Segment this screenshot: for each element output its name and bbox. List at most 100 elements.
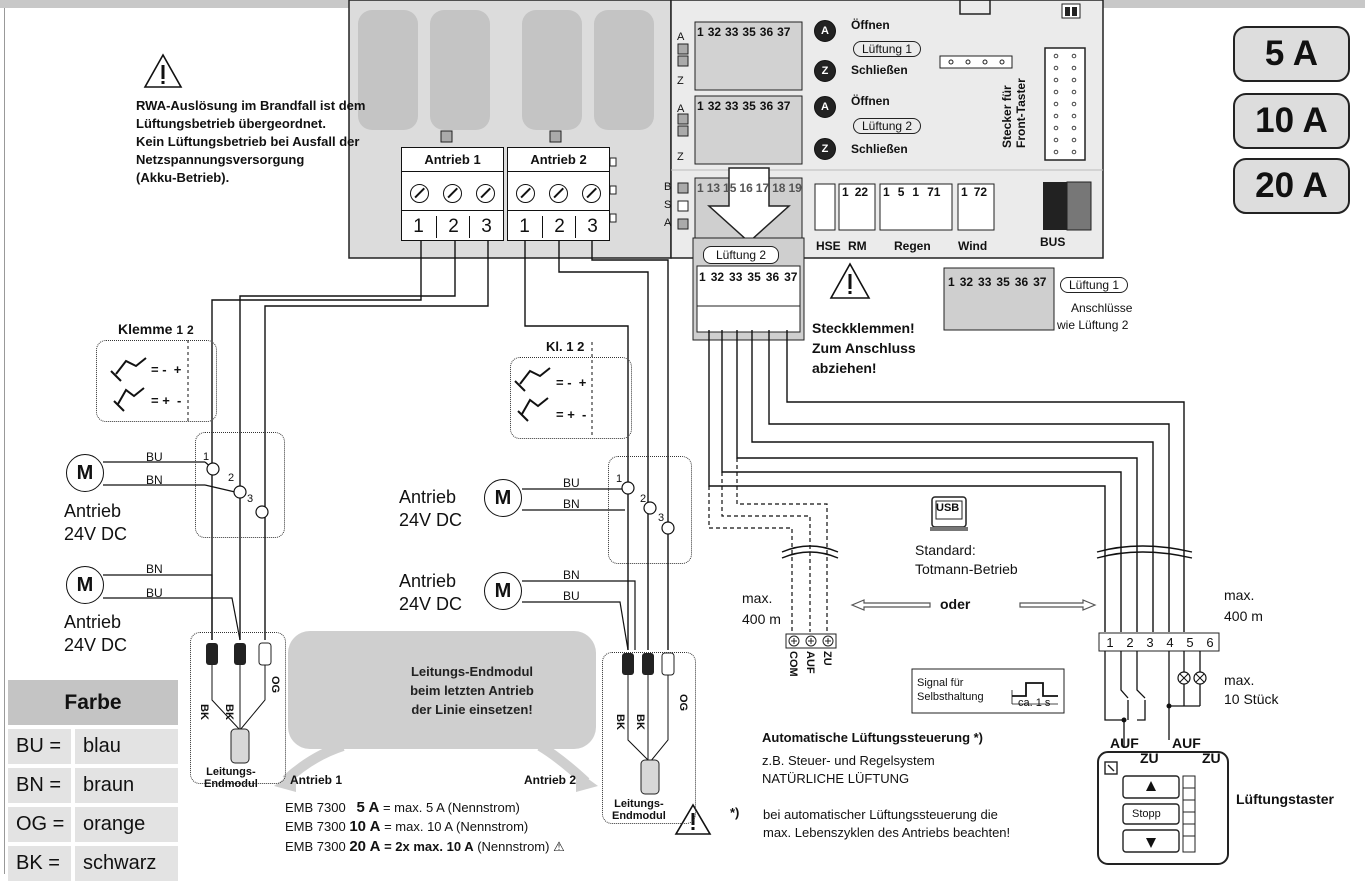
klemme-left-row2: = + - [151,393,182,408]
label-luftung1: Lüftung 1 [853,41,922,57]
label-open-2: Öffnen [851,94,890,108]
terminal-number: 32 [707,25,722,39]
terminal-row-1 [694,21,803,91]
klemme-left-box [96,340,217,422]
hse-terminal [814,183,836,231]
wire-label-bk: BK [198,704,210,720]
terminal-number: 13 [706,181,721,195]
joint-num: 2 [640,493,647,505]
terminal-number: 4 [1166,635,1174,650]
up-button[interactable] [1123,776,1179,798]
label-close-2: Schließen [851,142,908,156]
plugs-right [622,652,675,795]
terminal-number: 1 [697,25,704,39]
table-row: BK =schwarz [8,842,178,881]
close-button-2[interactable]: Z [814,138,836,160]
terminal-number: 17 [755,181,770,195]
wires-plug [708,330,1185,632]
warning-main: RWA-Auslösung im Brandfall ist dem Lüftu… [136,98,366,185]
terminal-number: 35 [742,99,756,113]
down-button[interactable] [1123,830,1179,852]
motor-wires [103,461,636,651]
label-close-1: Schließen [851,63,908,77]
wire-label-bu: BU [563,589,580,603]
bus-right [1066,181,1092,231]
klemme-right-label: Kl. 1 2 [546,339,585,354]
label-z: Z [677,75,684,87]
open-button-1[interactable]: A [814,20,836,42]
auto-title: Automatische Lüftungssteuerung *) [762,730,984,745]
warning-small-icon: ⚠ [553,839,565,854]
relay-3 [522,10,582,130]
wire-label-bn: BN [563,497,580,511]
standard-text: Standard:Totmann-Betrieb [915,542,1018,577]
terminal-number: 2 [1126,635,1134,650]
emb-note-1: EMB 7300 5 A = max. 5 A (Nennstrom) [285,799,520,816]
regen-terminal [879,183,953,231]
terminal-number: 33 [978,275,992,289]
terminal-number: 19 [788,181,802,195]
switch-label-zu: ZU [1140,750,1159,766]
badge-20a: 20 A [1233,158,1350,214]
switch-label-auf: AUF [1172,735,1201,751]
pin-strip [939,55,1013,69]
terminal-number: 1 [948,275,955,289]
table-row: OG =orange [8,803,178,844]
terminal-number: 37 [777,25,791,39]
terminal-number: 3 [469,216,503,238]
endmodul-callout [288,631,596,749]
terminal-number: 37 [784,270,798,284]
terminal-number: 32 [707,99,722,113]
terminal-strip-right [1098,632,1220,652]
motor-icon: M [66,454,104,492]
down-arrow [707,167,791,244]
klemme-left-row1: = - + [151,362,182,377]
label-a: A [664,217,672,229]
joint-num: 2 [228,472,235,484]
terminal-number: 1 [883,185,890,199]
emb-note-3: EMB 7300 20 A = 2x max. 10 A (Nennstrom)… [285,838,565,855]
endmodul-box-left [190,632,286,784]
terminal-number: 36 [765,270,780,284]
plug-luftung1-body [943,267,1055,331]
terminal-number: 1 [413,216,424,237]
terminal-title: Antrieb 1 [424,152,481,167]
terminal-number: 72 [973,185,988,199]
label-z: Z [677,151,684,163]
klemme-right-row2: = + - [556,407,587,422]
dashed-wires [708,458,828,632]
close-button-1[interactable]: Z [814,60,836,82]
stop-button[interactable]: Stopp [1132,808,1161,820]
wire-label-bu: BU [146,450,163,464]
joint-num: 3 [247,493,254,505]
wire-label-bk: BK [614,714,626,730]
wire-label-bu: BU [563,476,580,490]
label-a: A [677,103,685,115]
rm-terminal [838,183,876,231]
terminal-number: 71 [927,185,941,199]
open-button-2[interactable]: A [814,96,836,118]
screw-icon [410,184,429,203]
luftungstaster-label: Lüftungstaster [1236,791,1334,807]
wind-terminal-labels: 1 72 [961,186,987,198]
terminal-number: 1 [912,185,920,199]
terminal-block-antrieb2: Antrieb 2 1 2 3 [507,147,610,241]
table-row: BU =blau [8,725,178,766]
klemme-right-box [510,357,632,439]
plug-luftung1-note1: Anschlüsse [1071,301,1133,315]
joint-num: 1 [203,451,210,463]
max-right: max.400 m [1224,587,1263,624]
steckklemmen-note: Steckklemmen! Zum Anschluss abziehen! [812,320,916,376]
terminal-number: 6 [1206,635,1214,650]
wire-label-bn: BN [146,562,163,576]
terminal-row-2 [694,95,803,165]
terminal-number: 35 [747,270,761,284]
terminal-number: 1 [961,185,968,199]
label-regen: Regen [894,239,931,253]
